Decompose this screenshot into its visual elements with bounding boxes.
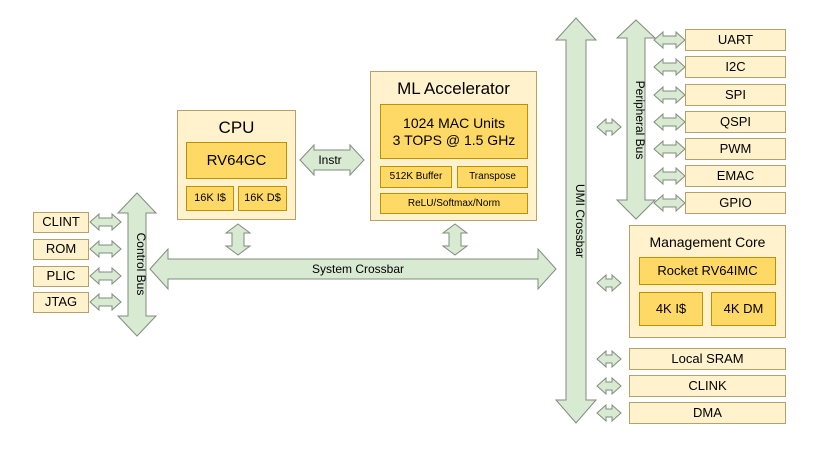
uart-connector bbox=[653, 30, 686, 50]
mgmt-icache-box: 4K I$ bbox=[639, 292, 703, 326]
transpose-box: Transpose bbox=[457, 166, 528, 188]
umi-crossbar-arrow bbox=[554, 17, 598, 424]
umi-crossbar-label: UMI Crossbar bbox=[573, 184, 587, 258]
uart-box: UART bbox=[685, 29, 786, 51]
management-core-connector bbox=[596, 273, 622, 293]
instr-label: Instr bbox=[318, 153, 341, 167]
management-core-title: Management Core bbox=[649, 234, 766, 250]
cpu-crossbar-connector bbox=[224, 223, 252, 256]
ml-crossbar-connector bbox=[441, 223, 469, 256]
gpio-connector bbox=[653, 193, 686, 213]
clink-connector bbox=[596, 376, 622, 396]
jtag-box: JTAG bbox=[33, 292, 89, 313]
spi-connector bbox=[653, 85, 686, 105]
spi-box: SPI bbox=[685, 84, 786, 106]
rocket-core-box: Rocket RV64IMC bbox=[639, 257, 776, 285]
i2c-connector bbox=[653, 57, 686, 77]
peripheral-bus-arrow bbox=[615, 19, 657, 220]
activation-box: ReLU/Softmax/Norm bbox=[380, 193, 528, 214]
mgmt-dmem-box: 4K DM bbox=[711, 292, 776, 326]
qspi-box: QSPI bbox=[685, 111, 786, 133]
buffer-box: 512K Buffer bbox=[380, 166, 452, 188]
rom-connector bbox=[89, 239, 122, 259]
plic-connector bbox=[89, 266, 122, 286]
cpu-icache: 16K I$ bbox=[186, 186, 234, 211]
plic-box: PLIC bbox=[33, 266, 89, 287]
cpu-core: RV64GC bbox=[186, 142, 287, 179]
jtag-connector bbox=[89, 292, 122, 312]
pwm-box: PWM bbox=[685, 138, 786, 160]
cpu-title: CPU bbox=[218, 118, 255, 137]
tops-label: 3 TOPS @ 1.5 GHz bbox=[392, 131, 516, 148]
rom-box: ROM bbox=[33, 239, 89, 260]
local-sram-connector bbox=[596, 349, 622, 369]
pwm-connector bbox=[653, 139, 686, 159]
peripheral-bus-label: Peripheral Bus bbox=[633, 81, 647, 160]
system-crossbar-arrow bbox=[149, 247, 557, 291]
instr-arrow bbox=[299, 143, 365, 177]
dma-connector bbox=[596, 403, 622, 423]
control-bus-arrow bbox=[116, 192, 158, 337]
qspi-connector bbox=[653, 112, 686, 132]
cpu-dcache: 16K D$ bbox=[238, 186, 287, 211]
gpio-box: GPIO bbox=[685, 192, 786, 214]
local-sram-box: Local SRAM bbox=[629, 348, 786, 370]
peripheral-bus-umi-connector bbox=[596, 117, 622, 137]
ml-accelerator-title: ML Accelerator bbox=[397, 79, 510, 98]
emac-box: EMAC bbox=[685, 165, 786, 187]
emac-connector bbox=[653, 166, 686, 186]
mac-units-label: 1024 MAC Units bbox=[403, 115, 505, 132]
system-crossbar-label: System Crossbar bbox=[312, 262, 404, 276]
clint-box: CLINT bbox=[33, 212, 89, 233]
dma-box: DMA bbox=[629, 402, 786, 424]
mac-units-box: 1024 MAC Units 3 TOPS @ 1.5 GHz bbox=[380, 104, 528, 159]
clink-box: CLINK bbox=[629, 375, 786, 397]
i2c-box: I2C bbox=[685, 56, 786, 78]
control-bus-label: Control Bus bbox=[134, 233, 148, 296]
clint-connector bbox=[89, 212, 122, 232]
